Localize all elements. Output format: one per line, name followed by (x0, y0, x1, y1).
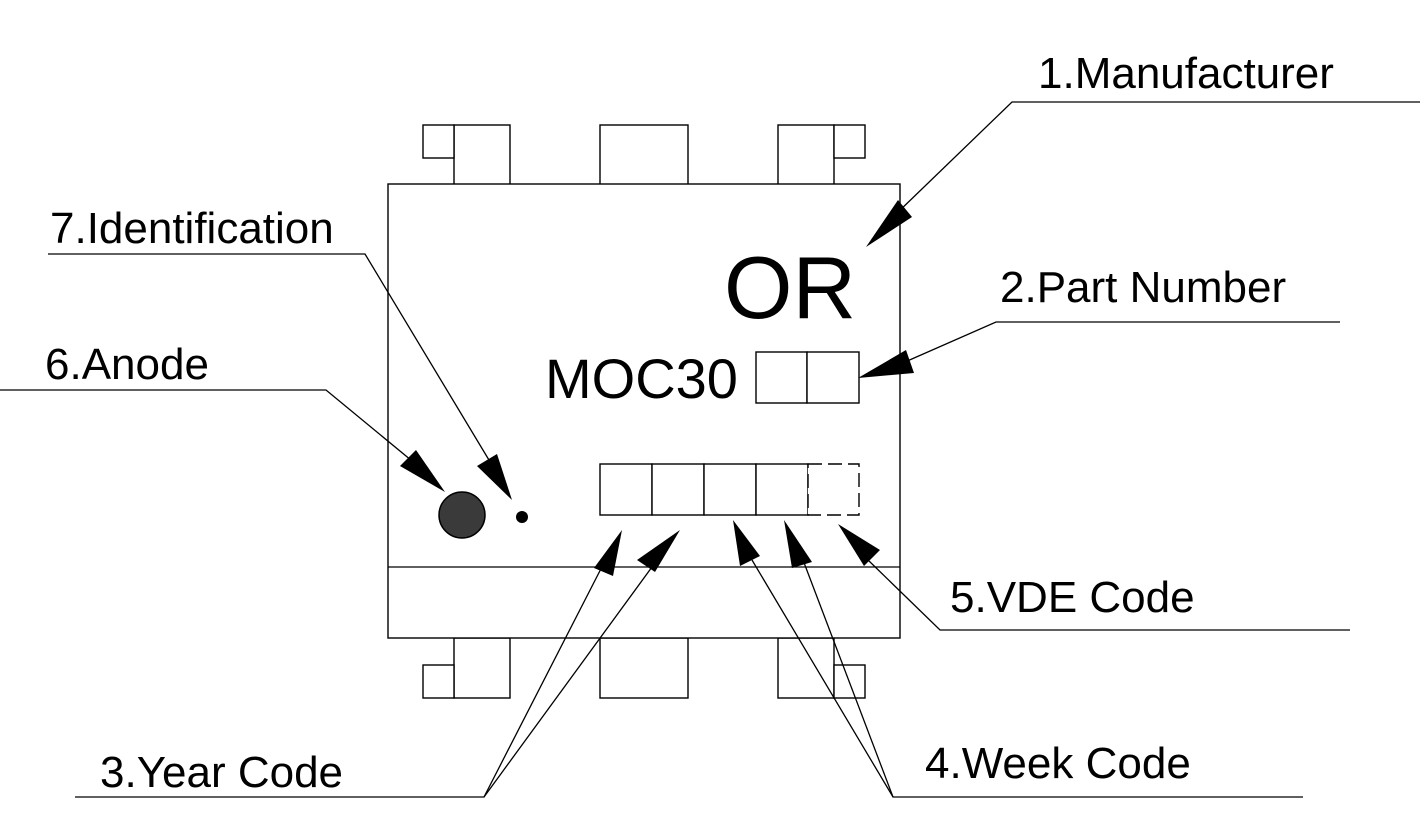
part-number-prefix: MOC30 (545, 347, 738, 410)
manufacturer-logo: OR (724, 238, 856, 337)
vde-code-box (807, 463, 860, 516)
top-pins (422, 124, 866, 186)
callout-anode: 6.Anode (0, 340, 445, 492)
pin-top-middle (599, 124, 689, 186)
label-identification: 7.Identification (50, 204, 334, 253)
label-vde-code: 5.VDE Code (950, 573, 1195, 622)
callout-week-code: 4.Week Code (733, 520, 1303, 798)
anode-dot (438, 491, 486, 539)
week-code-box-1 (703, 463, 757, 516)
year-code-box-1 (599, 463, 653, 516)
callout-identification: 7.Identification (48, 204, 512, 500)
week-code-box-2 (755, 463, 809, 516)
label-year-code: 3.Year Code (100, 748, 343, 797)
pin-top-right (777, 124, 835, 186)
bottom-pins (422, 637, 866, 699)
identification-dot (516, 511, 528, 523)
pin-top-left-tab (422, 124, 455, 159)
pin-top-left (453, 124, 511, 186)
pin-bottom-middle (599, 637, 689, 699)
callout-year-code: 3.Year Code (75, 530, 680, 798)
pin-bottom-left (453, 637, 511, 699)
pin-bottom-right-tab (833, 664, 866, 699)
year-code-box-2 (651, 463, 705, 516)
part-number-digit-box-2 (806, 351, 860, 404)
part-number-digit-box-1 (755, 351, 808, 404)
pin-bottom-right (777, 637, 835, 699)
callout-manufacturer: 1.Manufacturer (866, 49, 1420, 247)
pin-bottom-left-tab (422, 664, 455, 699)
pin-top-right-tab (833, 124, 866, 159)
label-part-number: 2.Part Number (1000, 263, 1286, 312)
date-code-boxes (599, 463, 860, 516)
callout-vde-code: 5.VDE Code (838, 524, 1350, 631)
callout-part-number: 2.Part Number (858, 263, 1340, 378)
label-anode: 6.Anode (45, 340, 209, 389)
label-manufacturer: 1.Manufacturer (1038, 49, 1334, 98)
label-week-code: 4.Week Code (925, 739, 1191, 788)
